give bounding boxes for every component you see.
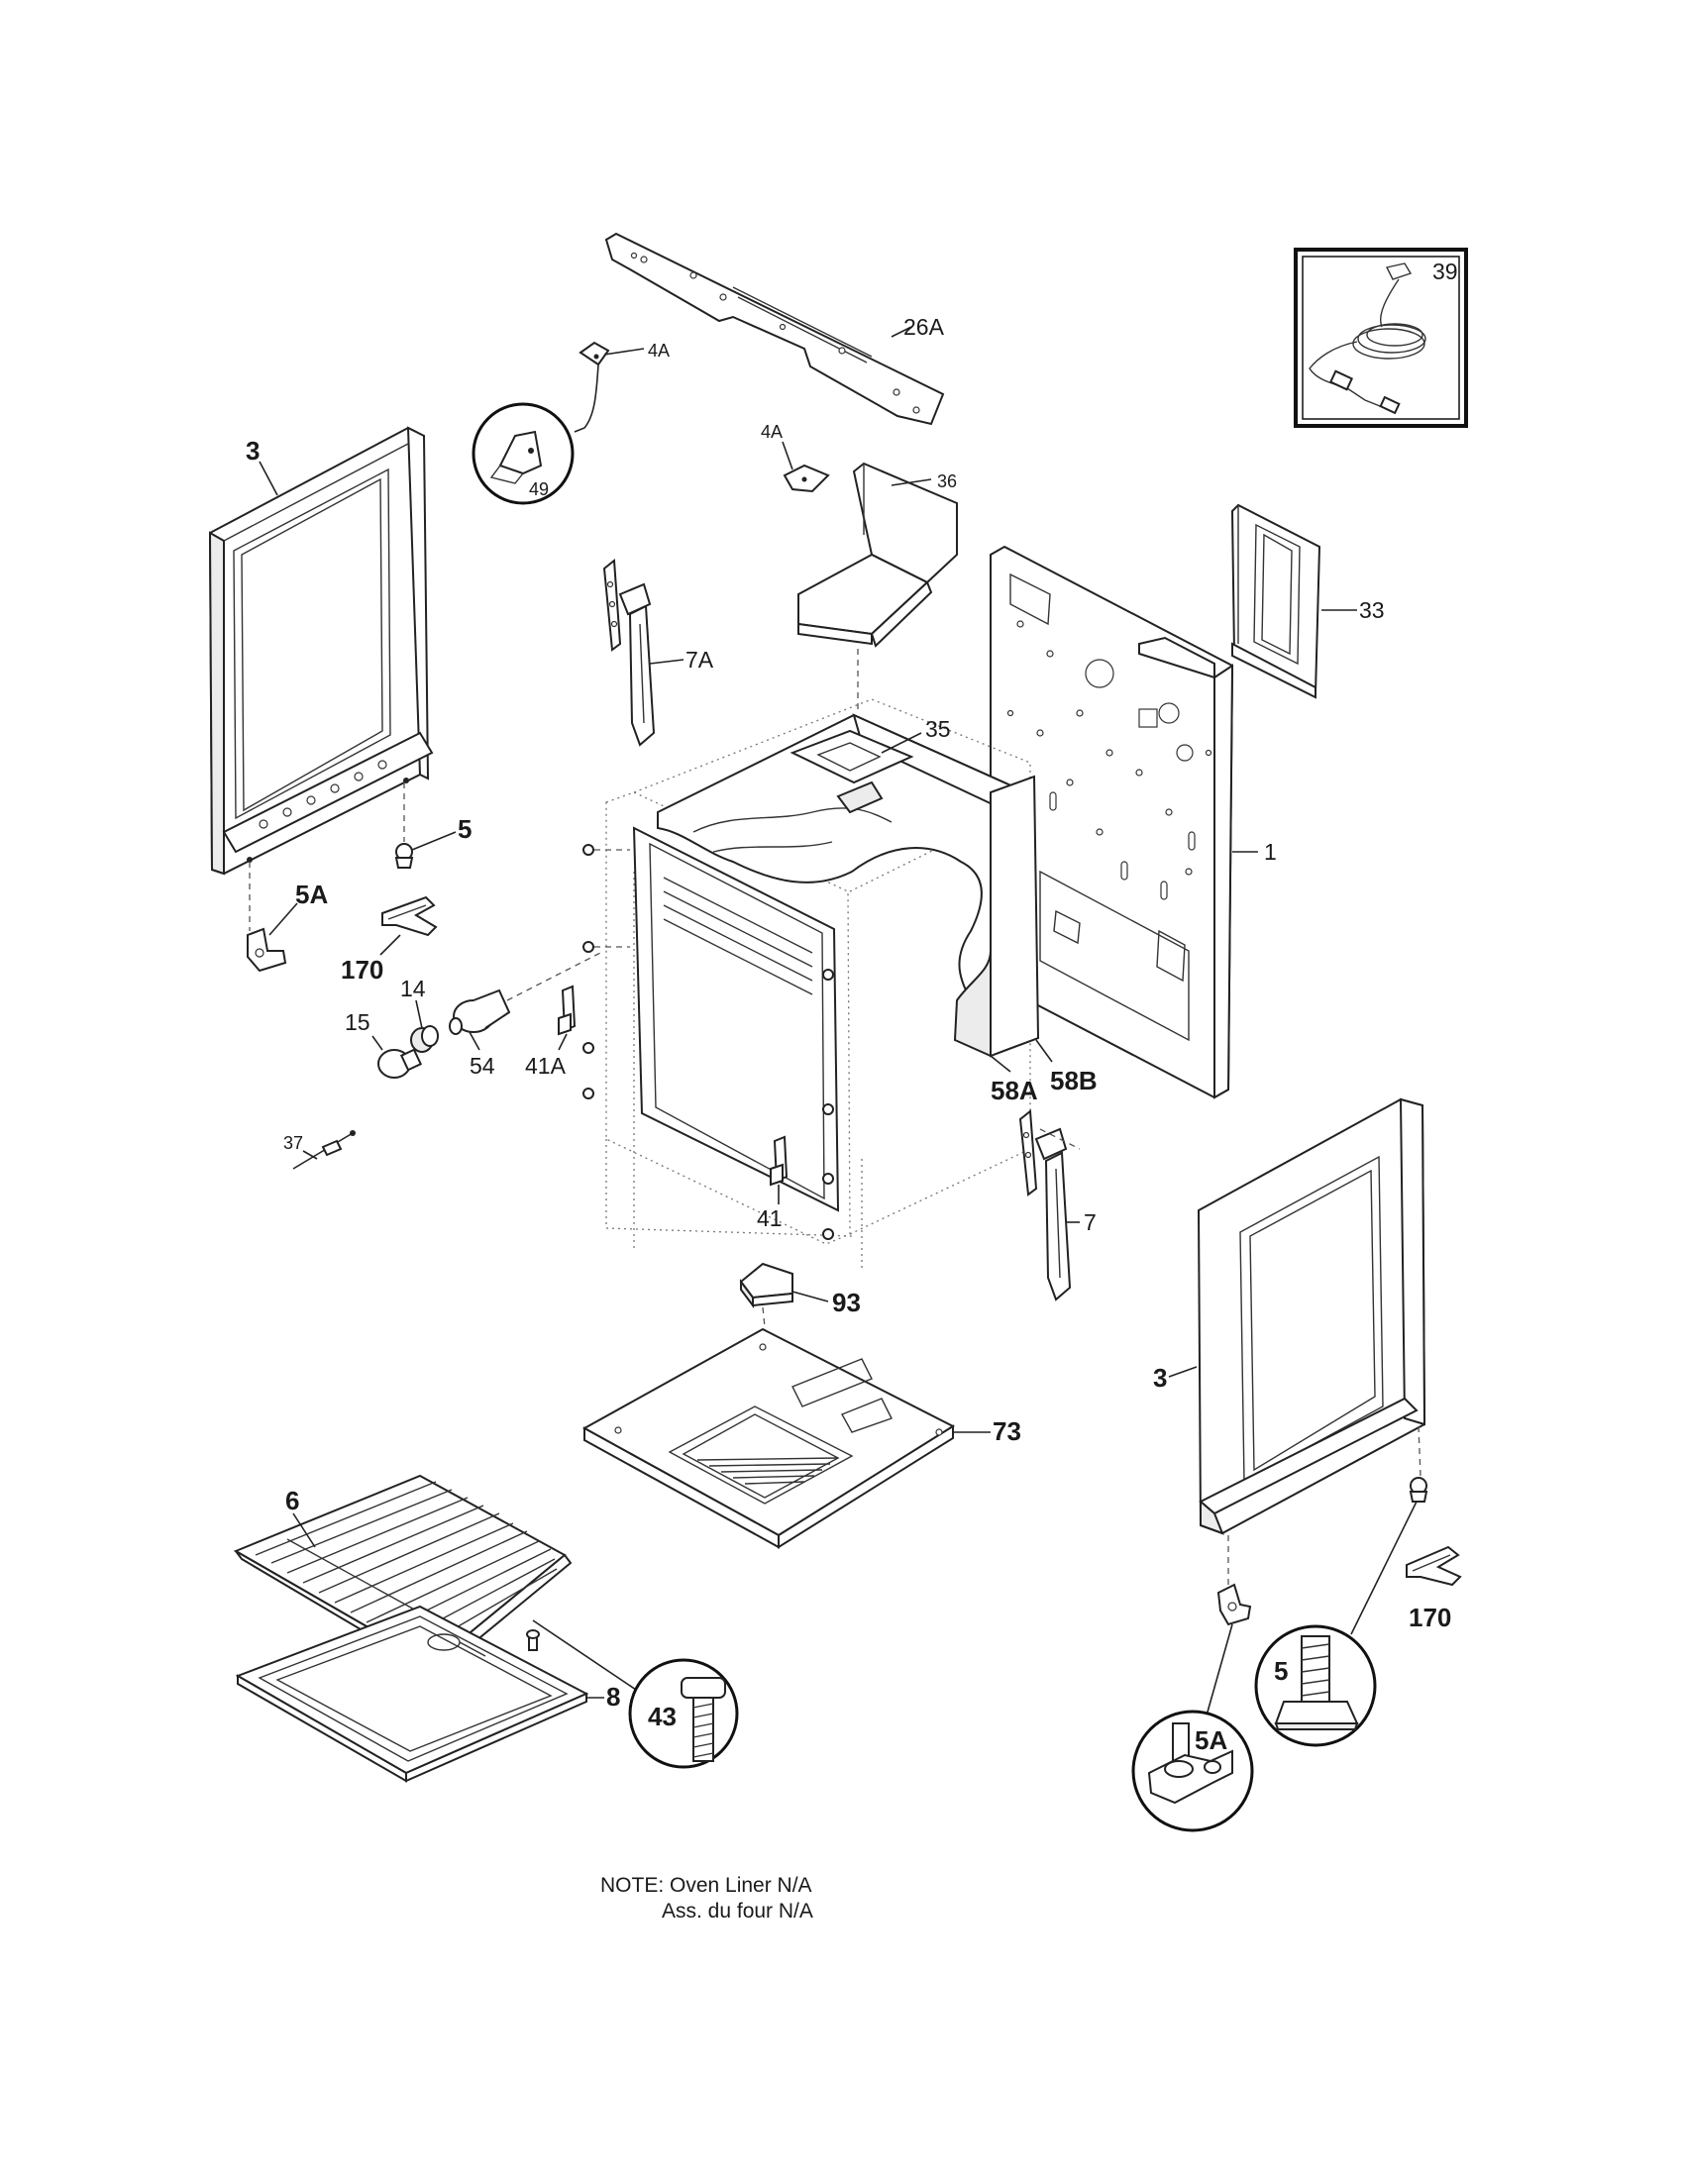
label-14: 14 bbox=[400, 976, 426, 1001]
note-block: NOTE: Oven Liner N/A Ass. du four N/A bbox=[600, 1874, 813, 1923]
part-36-vent-duct bbox=[797, 462, 958, 648]
part-3-side-panel-right bbox=[1197, 1097, 1426, 1585]
part-5A-bracket-left bbox=[247, 902, 298, 973]
label-37: 37 bbox=[283, 1133, 303, 1153]
leader-58B bbox=[1035, 1039, 1053, 1063]
power-cord-part bbox=[1309, 262, 1426, 415]
label-1: 1 bbox=[1264, 839, 1277, 865]
part-5-leveler-right bbox=[1350, 1477, 1428, 1635]
label-7: 7 bbox=[1084, 1209, 1097, 1235]
note-line-1: NOTE: Oven Liner N/A bbox=[600, 1874, 812, 1897]
part-oven-cavity bbox=[582, 698, 1040, 1268]
label-3-left: 3 bbox=[246, 436, 260, 466]
part-73-bottom bbox=[581, 1327, 991, 1549]
label-4A-top: 4A bbox=[648, 341, 670, 361]
label-7A: 7A bbox=[685, 647, 714, 673]
label-6: 6 bbox=[285, 1486, 299, 1515]
power-cord-inset: 39 bbox=[1294, 248, 1468, 428]
part-3-side-panel-left bbox=[208, 426, 434, 931]
label-41: 41 bbox=[757, 1205, 783, 1231]
part-41-clip bbox=[770, 1135, 789, 1204]
leader-58A bbox=[990, 1055, 1011, 1073]
part-8-drawer bbox=[235, 1605, 604, 1783]
label-36: 36 bbox=[937, 471, 957, 491]
label-93: 93 bbox=[832, 1288, 861, 1317]
part-93-cover bbox=[739, 1262, 829, 1348]
part-43-screw bbox=[526, 1619, 643, 1695]
label-15: 15 bbox=[345, 1009, 370, 1035]
label-8: 8 bbox=[606, 1682, 620, 1712]
part-4A-mid bbox=[782, 441, 830, 493]
label-3-right: 3 bbox=[1153, 1363, 1167, 1393]
label-49: 49 bbox=[529, 479, 549, 499]
part-35-plate bbox=[789, 729, 922, 814]
leader-26A bbox=[891, 326, 912, 338]
leader-36 bbox=[891, 478, 932, 486]
label-73: 73 bbox=[993, 1416, 1021, 1446]
leader-7A bbox=[649, 659, 684, 665]
label-35: 35 bbox=[925, 716, 951, 742]
part-33-cover bbox=[1230, 503, 1321, 699]
label-58A: 58A bbox=[991, 1076, 1038, 1105]
note-line-2: Ass. du four N/A bbox=[662, 1900, 813, 1923]
label-39: 39 bbox=[1432, 259, 1458, 284]
label-58B: 58B bbox=[1050, 1066, 1098, 1095]
detail-5A-circle: 5A bbox=[1131, 1710, 1254, 1832]
part-41A-clip bbox=[558, 985, 577, 1051]
part-1-back-panel bbox=[990, 545, 1234, 1099]
part-170-clip-right bbox=[1406, 1545, 1462, 1587]
label-43: 43 bbox=[648, 1702, 677, 1731]
leader-3-left bbox=[259, 461, 278, 496]
part-37-sensor bbox=[292, 1130, 356, 1170]
label-5-left: 5 bbox=[458, 814, 472, 844]
label-4A-mid: 4A bbox=[761, 422, 783, 442]
label-5A-right: 5A bbox=[1195, 1725, 1227, 1755]
detail-43-circle: 43 bbox=[628, 1658, 739, 1769]
part-4A-top bbox=[574, 341, 645, 433]
label-54: 54 bbox=[470, 1053, 495, 1079]
part-7-rack-support bbox=[1018, 1109, 1081, 1301]
part-170-clip-left bbox=[379, 895, 438, 956]
label-33: 33 bbox=[1359, 597, 1385, 623]
detail-5-circle: 5 bbox=[1254, 1624, 1377, 1747]
label-5A-left: 5A bbox=[295, 880, 328, 909]
label-170-left: 170 bbox=[341, 955, 383, 985]
label-26A: 26A bbox=[903, 314, 945, 340]
part-26A-bracket bbox=[604, 232, 945, 426]
detail-49-circle: 49 bbox=[472, 402, 575, 505]
leader-3-right bbox=[1168, 1366, 1198, 1378]
part-7A-rack-support bbox=[602, 559, 656, 747]
label-41A: 41A bbox=[525, 1053, 567, 1079]
part-14-socket bbox=[410, 999, 439, 1053]
part-5-leveler-left bbox=[394, 831, 457, 869]
part-5A-bracket-right bbox=[1206, 1583, 1252, 1716]
label-170-right: 170 bbox=[1409, 1603, 1451, 1632]
label-5-right: 5 bbox=[1274, 1656, 1288, 1686]
part-54-lens bbox=[449, 950, 605, 1051]
part-15-bulb bbox=[371, 1035, 423, 1079]
